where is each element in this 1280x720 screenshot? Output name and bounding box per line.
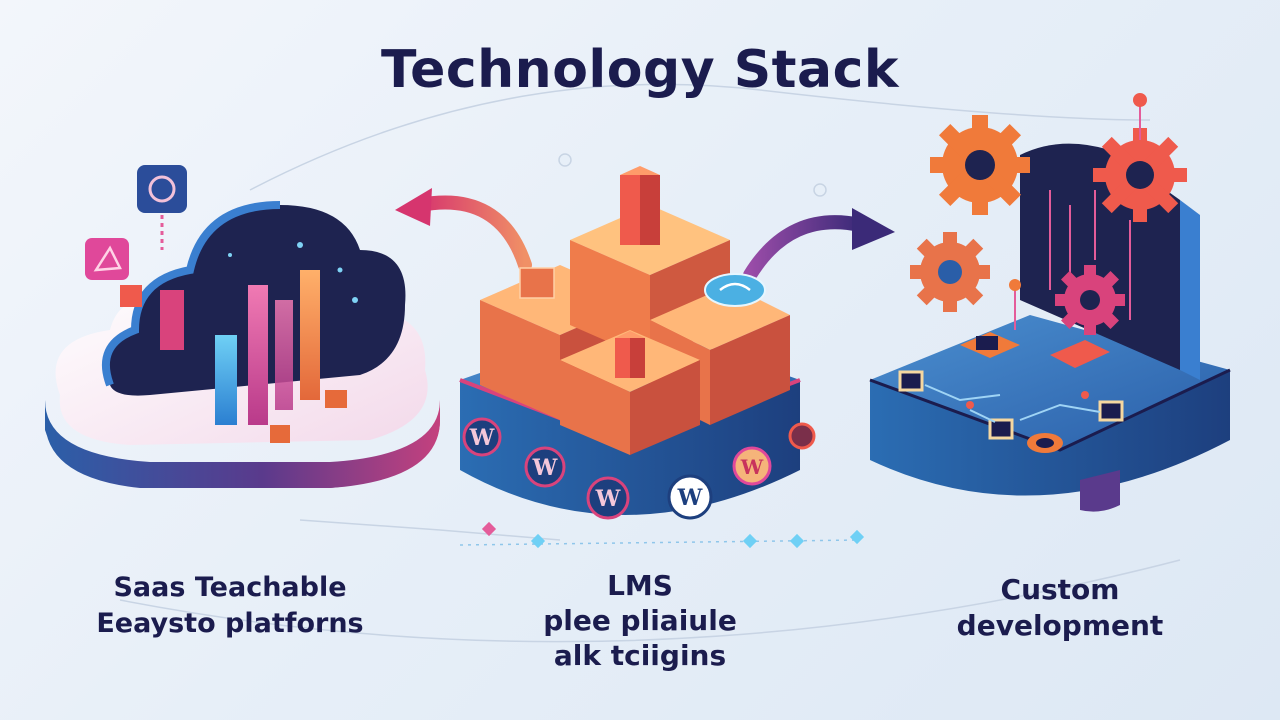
- app-icon-tile: [85, 238, 129, 280]
- app-icon-tile: [137, 165, 187, 213]
- column-label-line: development: [956, 609, 1164, 642]
- svg-text:W: W: [677, 485, 703, 511]
- background-network-lines: [119, 83, 1181, 643]
- column-label-line: plee pliaiule: [543, 604, 737, 637]
- wordpress-badges: W W W W W: [462, 417, 816, 520]
- svg-text:W: W: [469, 425, 495, 451]
- column-label-line: alk tciigins: [553, 639, 727, 672]
- custom-development-illustration: [869, 93, 1231, 512]
- wordpress-icon: W: [524, 446, 566, 488]
- arrow-left-icon: [413, 195, 532, 272]
- svg-text:W: W: [532, 455, 558, 481]
- arrow-left-head-icon: [395, 188, 432, 226]
- svg-text:W: W: [595, 486, 621, 512]
- wordpress-icon: W: [462, 417, 502, 457]
- connector-dots: [459, 521, 865, 549]
- column-label-line: LMS: [607, 569, 673, 602]
- column-label-line: Eeaysto platforns: [96, 608, 364, 639]
- gear-icon: [1093, 128, 1187, 222]
- wordpress-icon: W: [586, 476, 630, 520]
- gear-icon: [1055, 265, 1125, 335]
- saas-cloud-illustration: [45, 165, 440, 488]
- column-label-saas: Saas Teachable Eeaysto platforns: [80, 570, 380, 642]
- gear-icon: [910, 232, 990, 312]
- arrow-right-icon: [743, 215, 867, 282]
- column-label-line: Custom: [1000, 573, 1120, 606]
- page-title: Technology Stack: [381, 40, 899, 100]
- gear-icon: [930, 115, 1030, 215]
- column-label-lms: LMS plee pliaiule alk tciigins: [510, 568, 770, 673]
- column-label-line: Saas Teachable: [113, 572, 347, 603]
- svg-text:W: W: [740, 455, 764, 479]
- arrow-right-head-icon: [852, 208, 895, 250]
- wordpress-icon: W: [732, 446, 772, 486]
- column-label-custom: Custom development: [930, 572, 1190, 644]
- wordpress-icon: W: [667, 474, 713, 520]
